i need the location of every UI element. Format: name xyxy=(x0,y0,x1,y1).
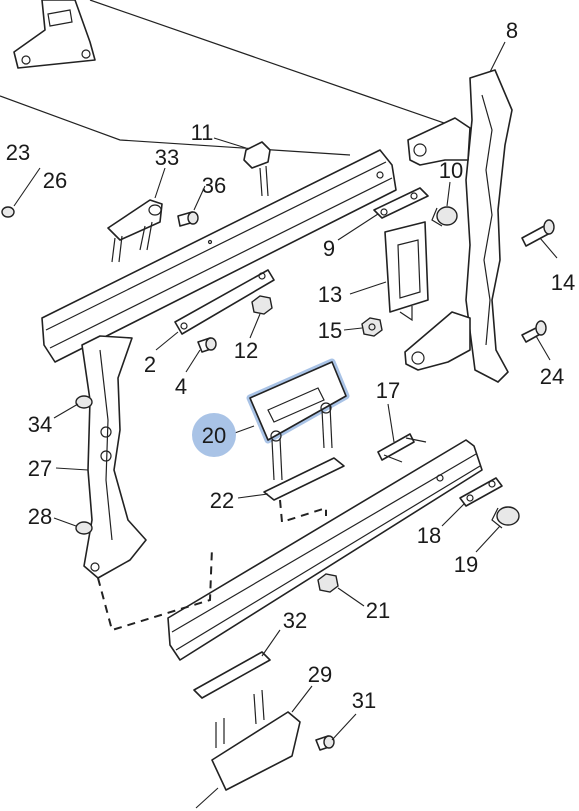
callout-12: 12 xyxy=(234,338,258,363)
callout-29: 29 xyxy=(308,662,332,687)
callout-11: 11 xyxy=(191,120,214,145)
callout-labels: 8 23 26 33 11 36 10 9 13 14 15 2 12 4 24… xyxy=(6,18,575,713)
bolt-10 xyxy=(431,206,458,227)
bolt-4 xyxy=(197,337,217,353)
callout-24: 24 xyxy=(540,364,564,389)
nut-12 xyxy=(251,295,273,315)
callout-32: 32 xyxy=(283,608,307,633)
bolt-14 xyxy=(521,219,555,247)
bolt-19 xyxy=(491,506,520,529)
dashed-guide-27 xyxy=(97,547,213,632)
callout-20: 20 xyxy=(202,423,226,448)
callout-18: 18 xyxy=(417,523,441,548)
dashed-guide-20 xyxy=(279,499,327,524)
bolt-36 xyxy=(177,211,199,227)
nut-34 xyxy=(75,395,93,409)
strip-32 xyxy=(193,651,271,699)
lower-frame-rail xyxy=(167,439,483,661)
callout-13: 13 xyxy=(318,282,342,307)
bar-2 xyxy=(174,269,275,335)
callout-31: 31 xyxy=(352,688,376,713)
top-reference-line xyxy=(0,95,351,156)
bracket-20-highlighted[interactable] xyxy=(246,358,350,481)
nut-28 xyxy=(75,521,93,535)
callout-21: 21 xyxy=(366,598,390,623)
callout-27: 27 xyxy=(28,456,52,481)
bracket-33 xyxy=(107,199,163,263)
gasket-18 xyxy=(459,477,503,507)
callout-17: 17 xyxy=(376,378,400,403)
top-left-bracket xyxy=(13,0,96,69)
bracket-27 xyxy=(81,335,147,579)
spacer-plate-13 xyxy=(384,221,429,322)
callout-10: 10 xyxy=(439,158,463,183)
callout-28: 28 xyxy=(28,504,52,529)
callout-19: 19 xyxy=(454,552,478,577)
nut-21 xyxy=(317,573,339,593)
callout-26: 26 xyxy=(43,168,67,193)
callout-23: 23 xyxy=(6,140,30,165)
callout-14: 14 xyxy=(551,270,575,295)
callout-33: 33 xyxy=(155,145,179,170)
pointer-arrow xyxy=(195,787,219,809)
tow-bracket-8 xyxy=(404,69,513,383)
stud-plate-17 xyxy=(377,433,427,463)
bracket-29 xyxy=(211,689,301,791)
bolt-31 xyxy=(315,735,335,751)
callout-4: 4 xyxy=(175,374,187,399)
fastener-26 xyxy=(1,206,15,218)
callout-20-highlight-circle xyxy=(192,413,236,457)
gasket-9 xyxy=(373,187,429,219)
callout-9: 9 xyxy=(323,236,335,261)
upper-frame-rail xyxy=(41,149,397,363)
nut-15 xyxy=(361,317,383,337)
callout-22: 22 xyxy=(210,488,234,513)
clip-11 xyxy=(243,141,271,197)
callout-15: 15 xyxy=(318,318,342,343)
callout-2: 2 xyxy=(144,352,156,377)
bolt-24 xyxy=(521,320,547,343)
callout-8: 8 xyxy=(506,18,518,43)
gasket-22 xyxy=(263,457,345,501)
callout-34: 34 xyxy=(28,412,52,437)
callout-36: 36 xyxy=(202,173,226,198)
